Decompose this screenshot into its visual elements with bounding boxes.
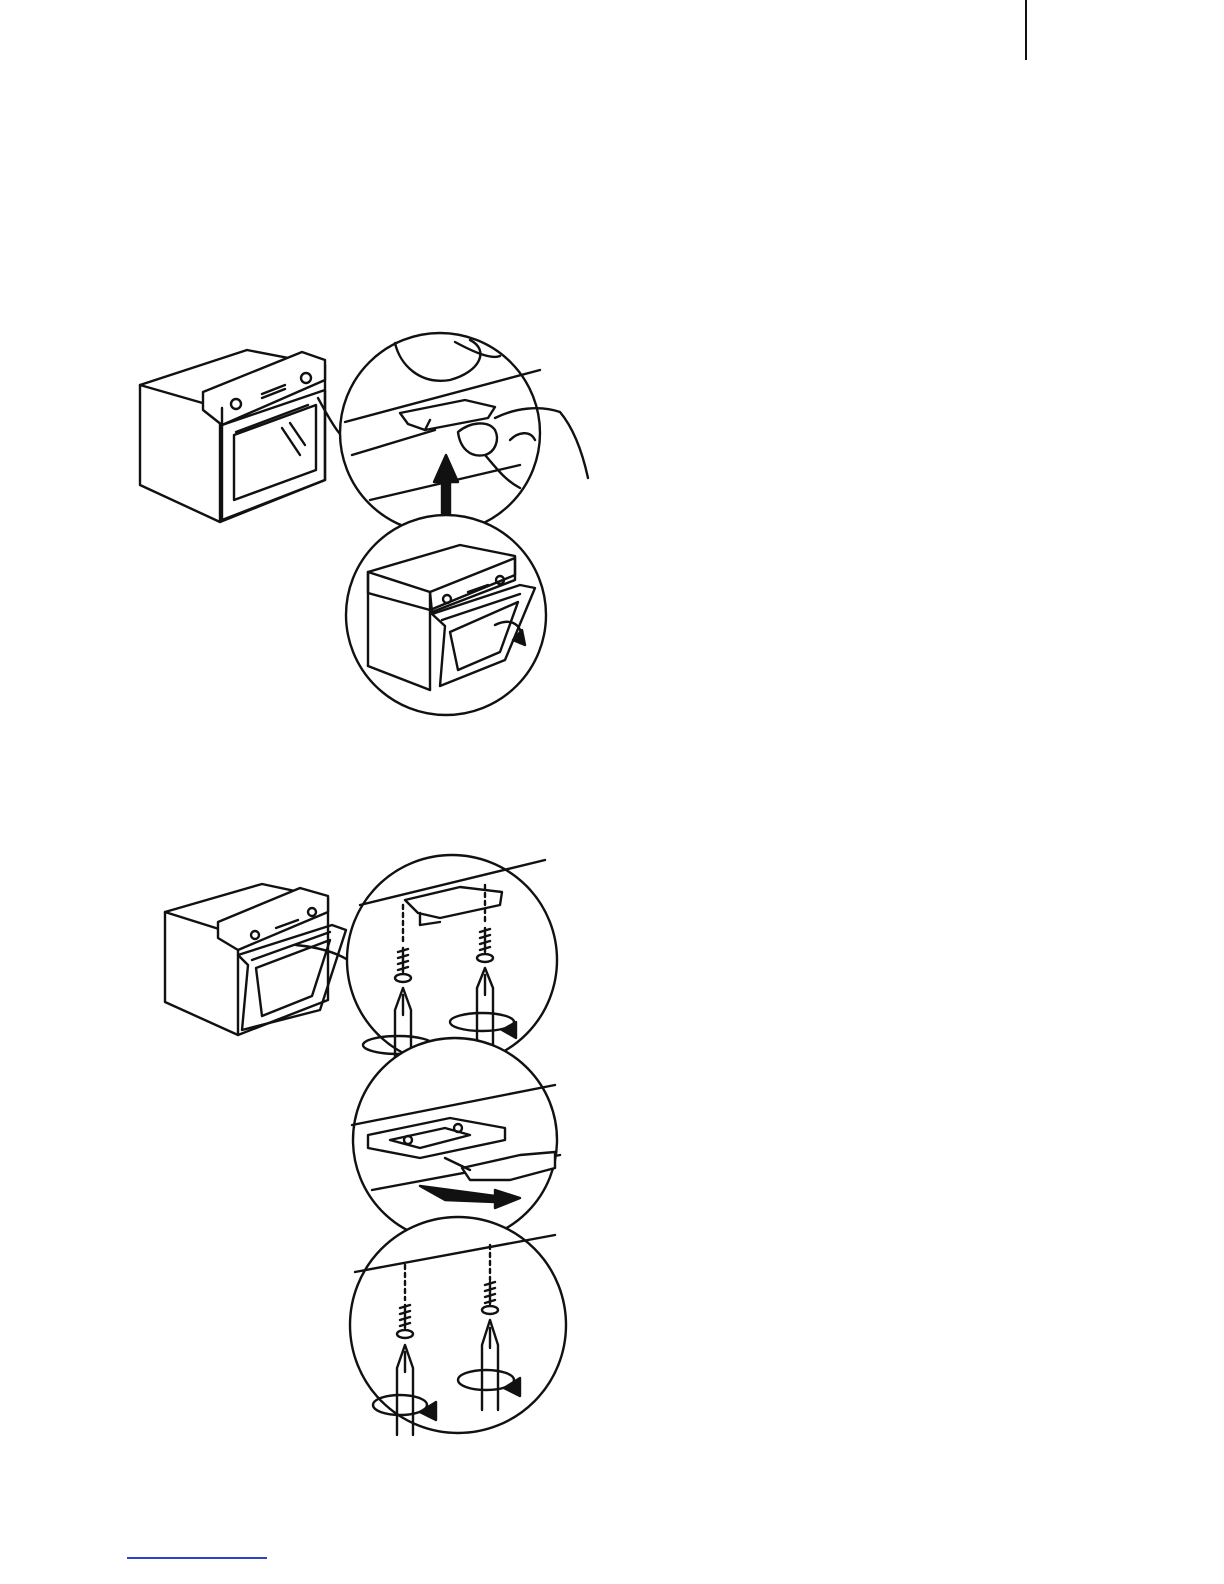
oven-illustration-2 [165,884,348,1035]
footer-rule [127,1557,267,1559]
detail-circle-refit-screws [350,1217,566,1435]
detail-circle-slide-lock [352,1038,560,1242]
